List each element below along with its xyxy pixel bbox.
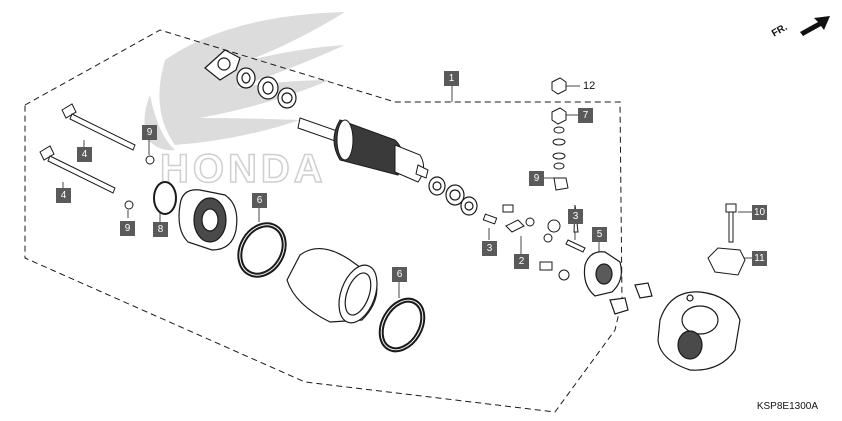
callout-3-left: 3 — [482, 241, 497, 256]
front-cover — [178, 189, 238, 251]
brush-holder-parts — [482, 204, 586, 281]
callout-7: 7 — [578, 108, 593, 123]
bolt-and-clamp — [707, 203, 746, 276]
long-bolts — [39, 103, 136, 194]
armature — [297, 117, 429, 183]
front-arrow-icon — [800, 16, 830, 36]
top-washers — [204, 49, 297, 109]
motor-yoke — [286, 248, 378, 324]
terminal-nuts-stack — [551, 77, 569, 191]
callout-9-lower: 9 — [120, 221, 135, 236]
armature-washers — [428, 176, 478, 216]
callout-9-right: 9 — [529, 171, 544, 186]
callout-3-right: 3 — [568, 209, 583, 224]
callout-5: 5 — [592, 227, 607, 242]
o-rings-6 — [237, 222, 426, 353]
callout-6-lower: 6 — [392, 267, 407, 282]
honda-watermark-text: HONDA — [160, 147, 327, 191]
assembly-boundary — [24, 29, 623, 413]
callout-8: 8 — [153, 222, 168, 237]
small-washers — [124, 155, 155, 210]
brush-plate — [583, 251, 653, 315]
callout-1: 1 — [444, 71, 459, 86]
callout-9-upper: 9 — [142, 125, 157, 140]
diagram-code: KSP8E1300A — [756, 401, 818, 412]
callout-11: 11 — [752, 251, 767, 266]
callout-6-upper: 6 — [252, 193, 267, 208]
rear-cover — [657, 291, 741, 371]
callout-12: 12 — [583, 80, 596, 92]
o-ring-8 — [153, 181, 177, 215]
callout-2: 2 — [514, 254, 529, 269]
callout-4-upper: 4 — [77, 147, 92, 162]
callout-10: 10 — [752, 205, 767, 220]
callout-4-lower: 4 — [56, 188, 71, 203]
